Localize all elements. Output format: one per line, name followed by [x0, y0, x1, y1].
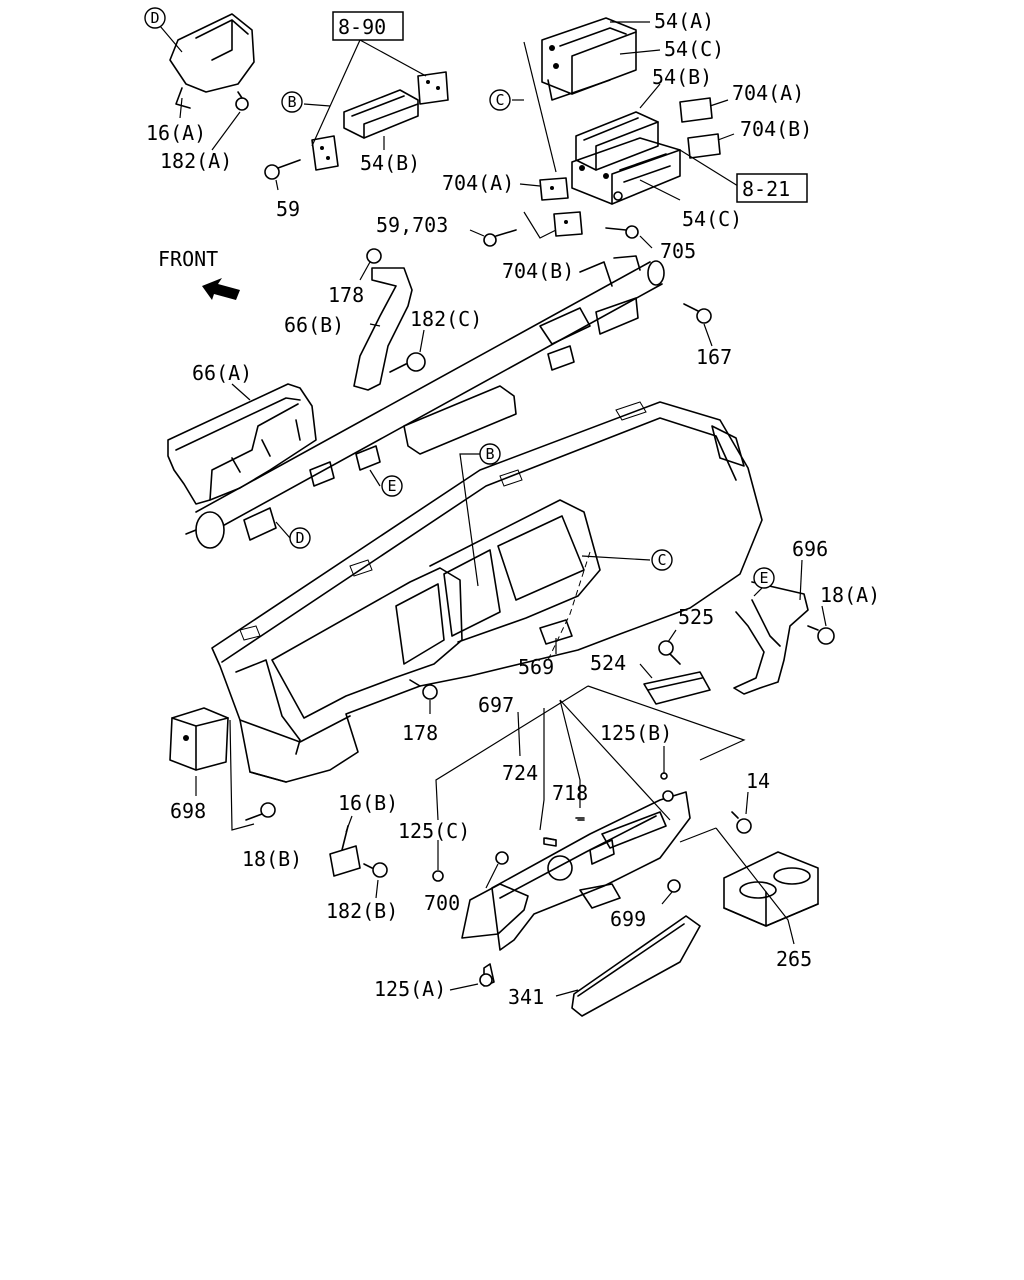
svg-text:E: E — [387, 477, 396, 495]
marker-e-left: E — [381, 475, 403, 497]
beam-brackets-part — [243, 255, 641, 541]
bracket-66b-part — [353, 248, 413, 391]
ref-box-8-90: 8-90 — [332, 11, 404, 41]
label-18a: 18(A) — [820, 583, 880, 607]
ref-8-21-text: 8-21 — [742, 177, 790, 201]
label-66a: 66(A) — [192, 361, 252, 385]
label-182c: 182(C) — [410, 307, 482, 331]
label-54b-right: 54(B) — [652, 65, 712, 89]
label-705: 705 — [660, 239, 696, 263]
label-59-703: 59,703 — [376, 213, 448, 237]
screw-59-part — [264, 159, 301, 180]
label-54b-left: 54(B) — [360, 151, 420, 175]
label-341: 341 — [508, 985, 544, 1009]
label-16b: 16(B) — [338, 791, 398, 815]
label-54c-top: 54(C) — [664, 37, 724, 61]
bracket-16b-part — [329, 825, 388, 878]
svg-text:B: B — [287, 93, 296, 111]
label-178-top: 178 — [328, 283, 364, 307]
label-182a: 182(A) — [160, 149, 232, 173]
bolt-18b-part — [245, 802, 276, 821]
svg-text:B: B — [485, 445, 494, 463]
label-18b: 18(B) — [242, 847, 302, 871]
label-704a-mid: 704(A) — [442, 171, 514, 195]
screw-525-part — [658, 640, 681, 665]
bracket-d-part — [169, 13, 255, 111]
label-704b-right: 704(B) — [740, 117, 812, 141]
label-696: 696 — [792, 537, 828, 561]
label-125c: 125(C) — [398, 819, 470, 843]
label-16a: 16(A) — [146, 121, 206, 145]
cup-holder-265-part — [723, 851, 819, 927]
svg-text:D: D — [295, 529, 304, 547]
pocket-54c-low-part — [571, 137, 681, 205]
label-59: 59 — [276, 197, 300, 221]
label-66b: 66(B) — [284, 313, 344, 337]
bracket-890-part — [311, 71, 449, 171]
cross-beam-part — [185, 260, 665, 549]
svg-text:D: D — [150, 9, 159, 27]
lower-cover-697-part — [461, 790, 691, 951]
instrument-panel-part — [211, 401, 763, 783]
label-14: 14 — [746, 769, 770, 793]
label-724: 724 — [502, 761, 538, 785]
screw-14-part — [731, 811, 752, 834]
label-54a: 54(A) — [654, 9, 714, 33]
front-label: FRONT — [158, 247, 218, 271]
svg-text:E: E — [759, 569, 768, 587]
marker-b-top: B — [281, 91, 303, 113]
screws-703-705-part — [483, 225, 639, 247]
svg-text:C: C — [657, 551, 666, 569]
svg-text:C: C — [495, 91, 504, 109]
label-699: 699 — [610, 907, 646, 931]
marker-d-left: D — [289, 527, 311, 549]
bracket-696-part — [733, 581, 809, 695]
label-54c-low: 54(C) — [682, 207, 742, 231]
front-arrow — [202, 278, 240, 300]
box-54b-left-part — [343, 89, 419, 139]
label-704a-right: 704(A) — [732, 81, 804, 105]
clips-part — [432, 772, 668, 987]
marker-b-mid: B — [479, 443, 501, 465]
label-178-low: 178 — [402, 721, 438, 745]
pocket-54a-part — [541, 17, 637, 101]
label-265: 265 — [776, 947, 812, 971]
label-125a: 125(A) — [374, 977, 446, 1001]
leader-lines — [159, 21, 827, 997]
label-569: 569 — [518, 655, 554, 679]
marker-e-right: E — [753, 567, 775, 589]
label-524: 524 — [590, 651, 626, 675]
marker-c-top: C — [489, 89, 511, 111]
label-525: 525 — [678, 605, 714, 629]
ref-8-90-text: 8-90 — [338, 15, 386, 39]
label-700: 700 — [424, 891, 460, 915]
marker-d-top: D — [144, 7, 166, 29]
trim-524-part — [643, 671, 711, 705]
brackets-704-part — [539, 97, 721, 237]
module-698-part — [169, 707, 229, 771]
label-698: 698 — [170, 799, 206, 823]
label-182b: 182(B) — [326, 899, 398, 923]
lid-341-part — [571, 915, 701, 1017]
ref-box-8-21: 8-21 — [736, 173, 808, 203]
label-718: 718 — [552, 781, 588, 805]
marker-c-mid: C — [651, 549, 673, 571]
label-704b-mid: 704(B) — [502, 259, 574, 283]
bolt-167-part — [683, 303, 712, 324]
label-125b: 125(B) — [600, 721, 672, 745]
bolt-18a-part — [807, 625, 835, 645]
label-697: 697 — [478, 693, 514, 717]
label-167: 167 — [696, 345, 732, 369]
bolt-182c-part — [389, 352, 426, 373]
bracket-66a-part — [167, 383, 317, 505]
